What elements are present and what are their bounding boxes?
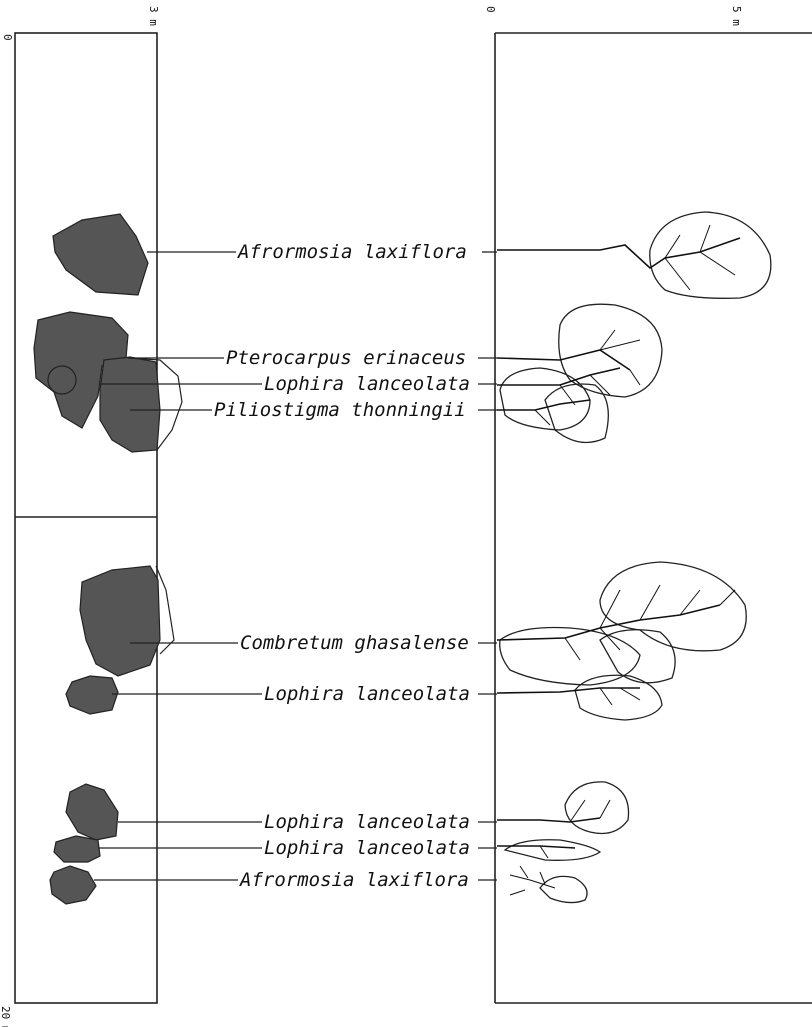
plan-axis-top-start: 0: [1, 34, 14, 41]
species-label-6: Lophira lanceolata: [264, 683, 470, 705]
crown-lophira-3: [66, 784, 118, 840]
species-label-4: Piliostigma thonningii: [214, 399, 466, 421]
crown-combretum: [80, 566, 160, 676]
profile-axis-top-end: 5 m: [730, 6, 743, 26]
profile-tree-combretum: [497, 562, 746, 685]
plan-axis-left-end: 20 m: [0, 1006, 12, 1027]
profile-tree-afrormosia-2: [510, 866, 587, 903]
crown-lophira-1: [100, 357, 160, 452]
profile-tree-cluster-1: [497, 304, 662, 442]
species-label-5: Combretum ghasalense: [240, 632, 469, 654]
species-label-2: Pterocarpus erinaceus: [226, 347, 466, 369]
species-label-1: Afrormosia laxiflora: [237, 241, 467, 263]
crown-afrormosia-2: [50, 866, 96, 904]
plan-view: 0 3 m 20 m: [0, 6, 182, 1027]
profile-tree-lophira-3: [497, 782, 629, 860]
species-label-7: Lophira lanceolata: [264, 811, 470, 833]
profile-view: 0 5 m: [484, 6, 812, 1003]
species-label-3: Lophira lanceolata: [264, 373, 470, 395]
crown-lophira-4: [54, 836, 100, 862]
species-labels: Afrormosia laxiflora Pterocarpus erinace…: [94, 241, 497, 891]
crown-afrormosia-1: [53, 214, 148, 295]
profile-tree-afrormosia-1: [497, 212, 771, 298]
profile-axis-top-start: 0: [484, 6, 497, 13]
species-label-9: Afrormosia laxiflora: [239, 869, 469, 891]
crown-lophira-2: [66, 676, 118, 714]
species-label-8: Lophira lanceolata: [264, 837, 470, 859]
plan-axis-top-end: 3 m: [147, 6, 160, 26]
